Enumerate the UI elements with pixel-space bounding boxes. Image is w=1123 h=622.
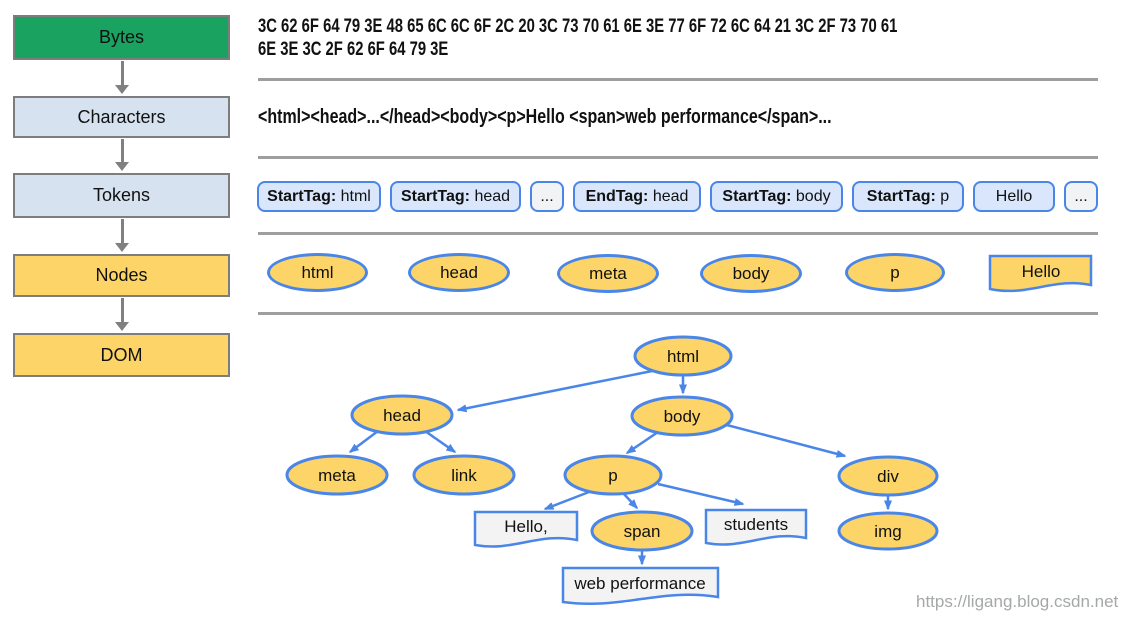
node-document-hello-label: Hello [1022, 262, 1061, 281]
edge-body-p [625, 430, 659, 455]
divider [258, 78, 1098, 81]
node-ellipse-head: head [408, 253, 510, 292]
dom-node-div [837, 455, 939, 497]
edge-head-link [424, 429, 457, 454]
divider [258, 232, 1098, 235]
pipeline-box-nodes-label: Nodes [95, 265, 148, 285]
pipeline-box-nodes: Nodes [13, 254, 230, 297]
pipeline-box-tokens-label: Tokens [92, 185, 151, 205]
pipeline-arrow-tokens-to-nodes [110, 219, 134, 252]
bytes-hex-line-2: 6E 3E 3C 2F 62 6F 64 79 3E [258, 39, 449, 60]
token-starttag-html: StartTag: html [257, 181, 381, 212]
pipeline-arrow-characters-to-tokens [110, 139, 134, 171]
token-hello: Hello [973, 181, 1055, 212]
dom-node-head [350, 394, 454, 436]
edge-head-meta [348, 430, 379, 453]
edge-p-hello [543, 490, 590, 511]
pipeline-arrow-nodes-to-dom [110, 298, 134, 331]
pipeline-box-dom-label: DOM [100, 344, 143, 365]
edge-body-div [722, 422, 847, 458]
dom-tree-text-nodes: Hello, students web performance [473, 508, 808, 606]
node-document-hello: Hello [988, 254, 1093, 293]
arrow-down-icon [115, 322, 129, 331]
dom-tree-element-nodes: html head body meta link p div span img [285, 335, 939, 552]
dom-node-body [630, 395, 734, 437]
svg-text:link: link [451, 466, 477, 485]
svg-text:meta: meta [318, 466, 356, 485]
token-starttag-p: StartTag: p [852, 181, 964, 212]
pipeline-box-bytes-label: Bytes [98, 27, 145, 47]
dom-node-img [837, 511, 939, 551]
dom-node-meta [285, 454, 389, 496]
dom-node-span [590, 510, 694, 552]
dom-node-link [412, 454, 516, 496]
watermark-url: https://ligang.blog.csdn.net [916, 592, 1119, 611]
svg-text:div: div [877, 467, 899, 486]
edge-html-head [456, 367, 663, 413]
arrow-down-icon [115, 243, 129, 252]
arrow-down-icon [115, 85, 129, 94]
token-starttag-body: StartTag: body [710, 181, 843, 212]
pipeline-box-dom: DOM [13, 333, 230, 377]
pipeline-arrow-bytes-to-characters [110, 61, 134, 94]
dom-tree: html head body meta link p div span img … [285, 335, 939, 606]
dom-tree-edges [348, 367, 892, 566]
token-endtag-head: EndTag: head [573, 181, 701, 212]
edge-p-students [657, 482, 745, 506]
dom-textnode-students [704, 508, 808, 546]
divider [258, 156, 1098, 159]
dom-textnode-web-performance [561, 566, 720, 606]
svg-text:body: body [664, 407, 701, 426]
token-ellipsis: ... [1064, 181, 1098, 212]
pipeline-box-characters: Characters [13, 96, 230, 138]
svg-text:span: span [624, 522, 661, 541]
svg-text:web performance: web performance [573, 574, 705, 593]
svg-text:p: p [608, 466, 617, 485]
node-ellipse-body: body [700, 254, 802, 293]
dom-textnode-hello [473, 510, 579, 548]
characters-markup-text: <html><head>...</head><body><p>Hello <sp… [258, 106, 832, 128]
pipeline-box-bytes: Bytes [13, 15, 230, 60]
dom-node-html [633, 335, 733, 377]
svg-text:html: html [667, 347, 699, 366]
pipeline-box-tokens: Tokens [13, 173, 230, 218]
svg-text:students: students [724, 515, 788, 534]
bytes-hex-text: 3C 62 6F 64 79 3E 48 65 6C 6C 6F 2C 20 3… [258, 15, 1078, 61]
token-starttag-head: StartTag: head [390, 181, 521, 212]
node-ellipse-meta: meta [557, 254, 659, 293]
svg-text:head: head [383, 406, 421, 425]
pipeline-box-characters-label: Characters [77, 106, 166, 127]
token-ellipsis: ... [530, 181, 564, 212]
edge-p-span [622, 492, 639, 510]
tokens-row: StartTag: html StartTag: head ... EndTag… [257, 181, 1098, 212]
bytes-hex-line-1: 3C 62 6F 64 79 3E 48 65 6C 6C 6F 2C 20 3… [258, 16, 898, 37]
svg-text:img: img [874, 522, 901, 541]
arrow-down-icon [115, 162, 129, 171]
node-ellipse-p: p [845, 253, 945, 292]
node-ellipse-html: html [267, 253, 368, 292]
svg-text:Hello,: Hello, [504, 517, 547, 536]
dom-node-p [563, 454, 663, 496]
divider [258, 312, 1098, 315]
